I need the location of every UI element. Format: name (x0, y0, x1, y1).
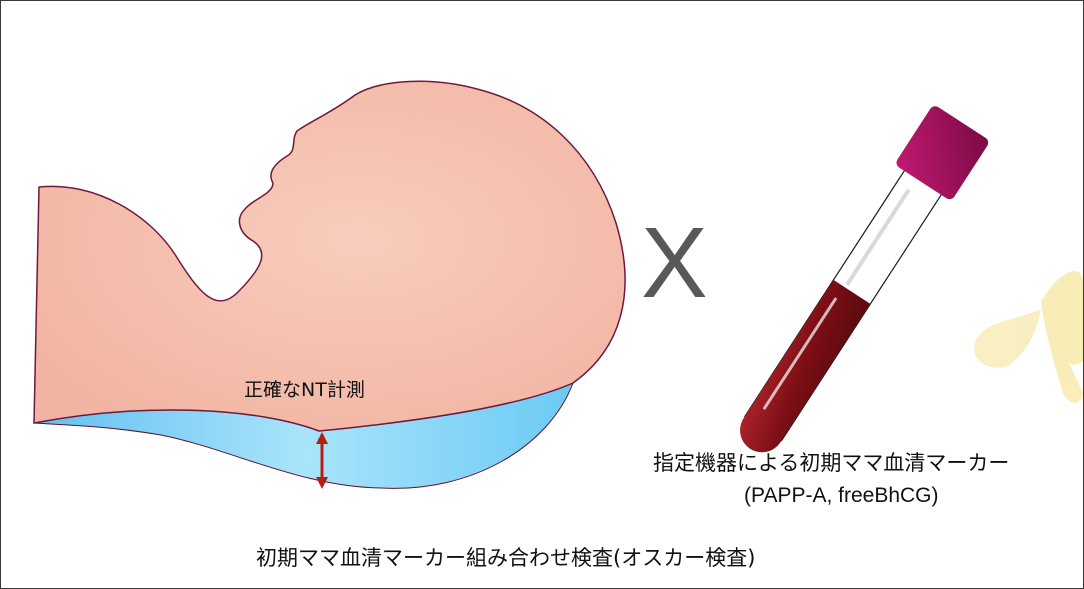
fetus-profile-illustration (33, 80, 626, 432)
serum-marker-label: 指定機器による初期ママ血清マーカー (653, 451, 1010, 475)
multiply-sign: X (641, 207, 708, 319)
nt-measurement-label: 正確なNT計測 (244, 379, 365, 401)
blood-tube-icon (740, 106, 989, 453)
serum-marker-sublabel: (PAPP-A, freeBhCG) (744, 484, 939, 507)
butterfly-icon (974, 270, 1083, 403)
combined-test-caption: 初期ママ血清マーカー組み合わせ検査(オスカー検査) (256, 546, 756, 570)
